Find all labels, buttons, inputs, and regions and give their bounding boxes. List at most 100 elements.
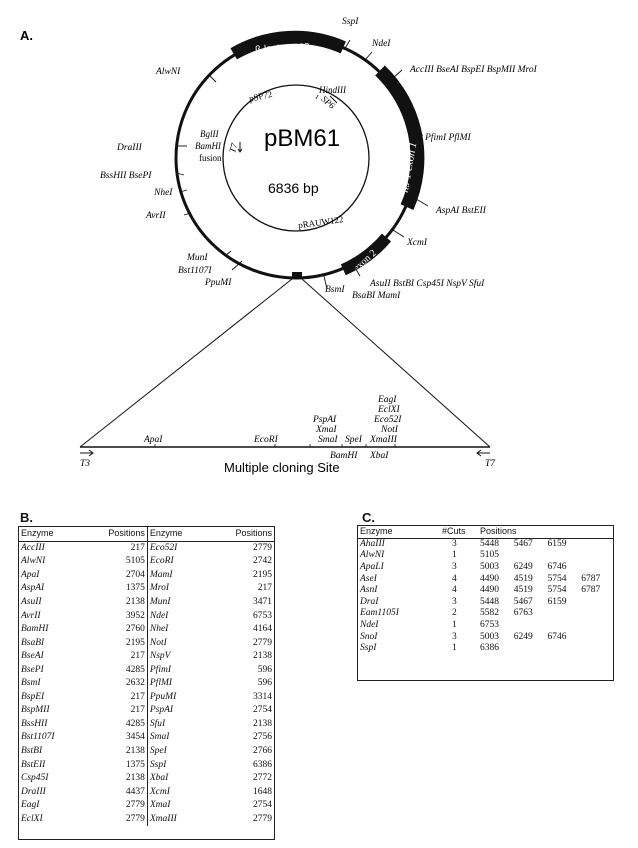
position-value: 2195 [125,637,145,648]
enzyme-name: ApaI [21,569,40,580]
cut-count: 3 [452,631,457,642]
mcs-pspai: PspAI [312,415,337,425]
enzyme-name: Csp45I [21,773,49,784]
enzyme-name: XmaI [146,798,208,813]
cut-count: 4 [452,573,457,584]
position-value: 217 [257,583,272,594]
blactamase-feature [230,30,346,60]
position-value: 6753 [480,620,499,631]
cut-count: 1 [452,620,457,631]
prauw122-label: pRAUW122 [298,214,344,230]
enzyme-name: NotI [146,636,208,650]
enzyme-name: AspAI [21,583,45,594]
site-alwni: AlwNI [155,67,181,77]
panel-c-label: C. [362,510,375,525]
enzyme-name: SspI [146,758,208,772]
position-value: 3952 [125,610,145,621]
position-value: 6746 [547,562,567,573]
enzyme-name: AlwNI [21,556,46,567]
cut-count: 3 [452,596,457,607]
position-value: 2754 [253,800,272,811]
enzyme-name: BsmI [21,678,41,689]
blactamase-label: β-lactamase [255,40,311,56]
col-header: Enzyme [19,527,81,542]
position-value: 2138 [125,773,145,784]
enzyme-name: NdeI [146,609,208,623]
site-nhei: NheI [153,188,173,198]
position-value: 2754 [253,705,272,716]
enzyme-name: EclXI [21,813,43,824]
site-bottom-right-2: BsaBI MamI [352,291,401,301]
enzyme-name: SspI [360,643,377,654]
position-value: 5467 [513,596,533,607]
position-value: 2779 [253,813,272,824]
exon2-feature [340,233,392,276]
enzyme-name: BsePI [21,664,44,675]
position-value: 5754 [547,573,567,584]
enzyme-name: NdeI [360,620,379,631]
position-value: 5003 [480,562,499,573]
enzyme-name: XcmI [146,785,208,799]
position-value: 1375 [125,759,145,770]
position-value [546,550,580,562]
enzyme-name: XbaI [146,771,208,786]
position-value: 6746 [547,631,567,642]
position-value: 3314 [253,691,272,702]
site-draiii: DraIII [116,143,143,153]
cut-count: 4 [452,585,457,596]
mcs-xbai: XbaI [369,451,389,461]
position-value: 6159 [547,596,567,607]
enzyme-name: EcoRI [146,555,208,569]
site-muni: MunI [186,253,208,263]
site-right-group: AccIII BseAI BspEI BspMII MroI [409,65,538,75]
position-value: 2138 [253,718,272,729]
lis1-exon1-feature [375,65,425,210]
enzyme-name: XmaIII [146,812,208,827]
position-value: 2138 [125,597,145,607]
position-value: 5105 [480,550,499,561]
mcs-expand-right [301,278,491,448]
enzyme-name: AvrII [21,610,41,621]
enzyme-name: AseI [360,573,377,584]
site-pflmi: PfimI PflMI [424,132,471,143]
plasmid-size: 6836 bp [268,180,319,196]
position-value [512,620,546,632]
col-header: Enzyme [146,527,208,542]
mcs-spei: SpeI [345,435,363,445]
position-value: 2779 [253,637,272,648]
sp6-arrow [329,95,338,104]
col-header: #Cuts [440,526,478,539]
hindiii-tick [315,94,319,100]
position-value [579,631,613,643]
enzyme-name: EagI [21,800,40,811]
position-value: 5003 [480,631,499,642]
enzyme-name: Eco52I [146,541,208,556]
mcs-noti: NotI [380,425,399,435]
site-xcmi: XcmI [406,238,428,248]
enzyme-name: AlwNI [360,550,385,561]
mcs-eco52i: Eco52I [373,415,402,425]
position-value: 2779 [253,542,272,553]
position-value: 596 [257,664,272,675]
enzyme-name: BstEII [21,759,46,770]
t3-arrow [80,449,94,457]
position-value: 2756 [253,732,272,743]
enzyme-name: NspV [146,649,208,664]
position-value: 5448 [480,596,499,607]
